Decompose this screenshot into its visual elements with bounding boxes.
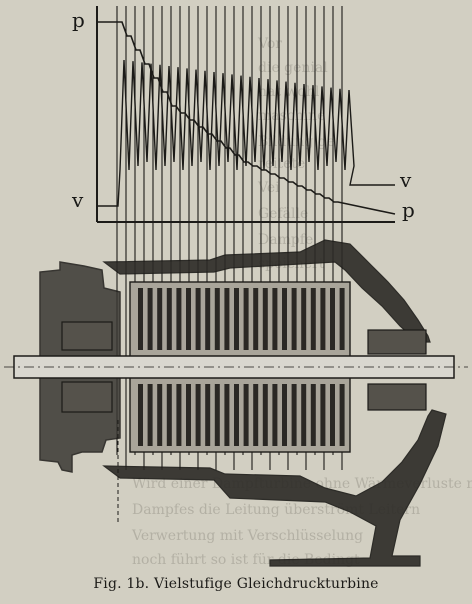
figure-caption: Fig. 1b. Vielstufige Gleichdruckturbine: [0, 576, 472, 592]
blade-upper: [282, 288, 287, 350]
blade-upper: [291, 288, 297, 350]
blade-lower: [214, 384, 220, 446]
blade-upper: [320, 288, 326, 350]
background-text-line: Vei: [257, 180, 280, 196]
blade-upper: [310, 288, 316, 350]
blade-lower: [176, 384, 182, 446]
blade-lower: [272, 384, 278, 446]
blade-lower: [243, 384, 249, 446]
background-text-line: die genial: [258, 60, 328, 76]
background-text-line: Verwertung mit Verschlüsselung: [131, 528, 363, 544]
blade-lower: [224, 384, 230, 446]
blade-upper: [214, 288, 220, 350]
velocity-label-left: v: [72, 188, 84, 212]
blade-lower: [330, 384, 335, 446]
blade-lower: [310, 384, 316, 446]
right-bearing-lower: [367, 383, 427, 411]
blade-lower: [301, 384, 307, 446]
casing-upper-shell: [102, 239, 431, 343]
blade-upper: [186, 288, 191, 350]
blade-upper: [157, 288, 163, 350]
blade-upper: [138, 288, 143, 350]
background-text-line: Gefälle: [258, 206, 308, 222]
blade-upper: [262, 288, 268, 350]
blade-lower: [291, 384, 297, 446]
left-bearing-lower: [61, 381, 113, 413]
blade-upper: [339, 288, 345, 350]
pressure-label-top: p: [72, 8, 85, 32]
blade-lower: [166, 384, 172, 446]
blade-lower: [147, 384, 153, 446]
blade-lower: [138, 384, 143, 446]
blade-lower: [253, 384, 259, 446]
blade-upper: [224, 288, 230, 350]
right-bearing-upper: [367, 329, 427, 355]
blade-rows: [138, 288, 345, 446]
left-bearing-upper: [61, 321, 113, 351]
figure-title: Vielstufige Gleichdruckturbine: [154, 576, 379, 592]
blade-upper: [301, 288, 307, 350]
blade-lower: [157, 384, 163, 446]
velocity-curve: [97, 59, 395, 207]
background-text-line: Dampfe: [258, 232, 313, 248]
casing-lower-shell: [102, 409, 447, 567]
blade-upper: [205, 288, 211, 350]
figure-number: Fig. 1b.: [93, 576, 150, 592]
blade-upper: [176, 288, 182, 350]
pressure-label-right: p: [402, 198, 415, 222]
blade-upper: [330, 288, 335, 350]
blade-upper: [195, 288, 201, 350]
turbine-cross-section: [4, 239, 468, 567]
blade-lower: [320, 384, 326, 446]
pressure-curve: [97, 21, 396, 215]
velocity-label-right: v: [400, 168, 412, 192]
blade-upper: [166, 288, 172, 350]
blade-upper: [243, 288, 249, 350]
blade-upper: [147, 288, 153, 350]
blade-upper: [272, 288, 278, 350]
blade-lower: [339, 384, 345, 446]
blade-lower: [205, 384, 211, 446]
blade-lower: [262, 384, 268, 446]
blade-lower: [234, 384, 239, 446]
blade-upper: [253, 288, 259, 350]
blade-lower: [186, 384, 191, 446]
blade-lower: [195, 384, 201, 446]
blade-lower: [282, 384, 287, 446]
blade-upper: [234, 288, 239, 350]
